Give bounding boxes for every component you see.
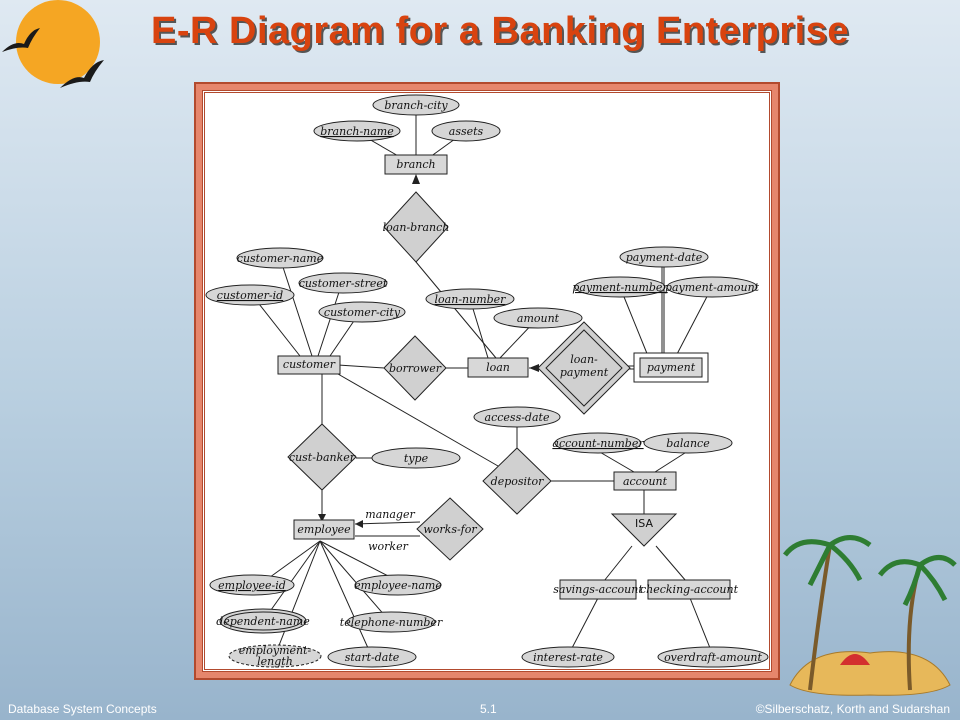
attr-amount: amount bbox=[493, 307, 583, 329]
footer: Database System Concepts 5.1 ©Silberscha… bbox=[0, 700, 960, 720]
attr-employee-name: employee-name bbox=[354, 574, 442, 596]
svg-text:branch: branch bbox=[396, 158, 435, 171]
entity-employee: employee bbox=[293, 519, 355, 540]
attr-overdraft-amount: overdraft-amount bbox=[657, 646, 769, 668]
svg-text:checking-account: checking-account bbox=[640, 583, 739, 596]
svg-text:payment-date: payment-date bbox=[626, 251, 703, 264]
svg-text:assets: assets bbox=[449, 125, 484, 138]
relationship-works-for: works-for bbox=[416, 497, 484, 561]
entity-branch: branch bbox=[384, 154, 448, 175]
footer-left: Database System Concepts bbox=[8, 702, 157, 716]
svg-text:depositor: depositor bbox=[491, 475, 544, 488]
arrow-to-employee-2 bbox=[318, 514, 326, 522]
attr-branch-city: branch-city bbox=[372, 94, 460, 116]
arrow-to-loan bbox=[529, 364, 539, 372]
entity-loan: loan bbox=[467, 357, 529, 378]
entity-savings-account: savings-account bbox=[553, 579, 643, 600]
attr-loan-number: loan-number bbox=[425, 288, 515, 310]
svg-text:payment-number: payment-number bbox=[572, 281, 668, 294]
svg-text:payment: payment bbox=[560, 366, 609, 379]
svg-text:ISA: ISA bbox=[635, 517, 653, 530]
attr-account-number: account-number bbox=[552, 432, 644, 454]
svg-text:employee-id: employee-id bbox=[218, 579, 286, 592]
attr-employee-id: employee-id bbox=[209, 574, 295, 596]
svg-text:account: account bbox=[623, 475, 668, 488]
attr-telephone-number: telephone-number bbox=[340, 611, 443, 633]
relationship-isa: ISA bbox=[610, 513, 678, 547]
arrow-to-branch bbox=[412, 174, 420, 184]
svg-text:customer-city: customer-city bbox=[324, 306, 401, 319]
attr-type: type bbox=[371, 447, 461, 469]
entity-customer: customer bbox=[277, 355, 341, 375]
svg-text:cust-banker: cust-banker bbox=[289, 451, 356, 464]
attr-payment-number: payment-number bbox=[572, 276, 668, 298]
footer-center: 5.1 bbox=[480, 702, 497, 716]
svg-text:branch-name: branch-name bbox=[320, 125, 394, 138]
relationship-borrower: borrower bbox=[383, 335, 447, 401]
role-manager: manager bbox=[365, 508, 415, 521]
svg-text:loan-number: loan-number bbox=[435, 293, 507, 306]
svg-text:customer-id: customer-id bbox=[217, 289, 283, 302]
svg-text:telephone-number: telephone-number bbox=[340, 616, 443, 629]
svg-text:type: type bbox=[404, 452, 429, 465]
svg-text:loan-: loan- bbox=[570, 353, 598, 366]
svg-text:balance: balance bbox=[666, 437, 710, 450]
role-worker: worker bbox=[368, 540, 408, 553]
sun-birds-logo bbox=[2, 0, 104, 88]
page-title: E-R Diagram for a Banking Enterprise bbox=[151, 10, 849, 52]
svg-text:dependent-name: dependent-name bbox=[216, 615, 310, 628]
svg-text:borrower: borrower bbox=[389, 362, 442, 375]
attr-customer-id: customer-id bbox=[205, 284, 295, 306]
er-diagram: branch customer loan payment employee ac… bbox=[205, 94, 769, 668]
attr-branch-name: branch-name bbox=[313, 120, 401, 142]
svg-text:payment: payment bbox=[647, 361, 696, 374]
relationship-cust-banker: cust-banker bbox=[287, 423, 357, 491]
svg-text:start-date: start-date bbox=[345, 651, 400, 664]
attr-interest-rate: interest-rate bbox=[521, 646, 615, 668]
svg-text:interest-rate: interest-rate bbox=[533, 651, 603, 664]
relationship-loan-payment: loan- payment bbox=[537, 321, 631, 415]
attr-customer-street: customer-street bbox=[298, 272, 388, 294]
relationship-loan-branch: loan-branch bbox=[383, 191, 450, 263]
svg-text:works-for: works-for bbox=[423, 523, 477, 536]
attr-access-date: access-date bbox=[473, 406, 561, 428]
attr-start-date: start-date bbox=[327, 646, 417, 668]
svg-text:account-number: account-number bbox=[552, 437, 644, 450]
attr-dependent-name: dependent-name bbox=[216, 608, 310, 634]
svg-text:employee-name: employee-name bbox=[354, 579, 442, 592]
entity-payment: payment bbox=[633, 352, 709, 383]
entity-account: account bbox=[613, 471, 677, 491]
relationship-depositor: depositor bbox=[482, 447, 552, 515]
attr-payment-amount: payment-amount bbox=[665, 276, 760, 298]
svg-text:employee: employee bbox=[297, 523, 351, 536]
svg-text:amount: amount bbox=[517, 312, 560, 325]
palm-island-decoration bbox=[783, 535, 957, 696]
svg-text:payment-amount: payment-amount bbox=[665, 281, 760, 294]
svg-text:employment-: employment- bbox=[239, 644, 312, 657]
attr-customer-city: customer-city bbox=[318, 301, 406, 323]
svg-text:customer-name: customer-name bbox=[237, 252, 324, 265]
svg-text:access-date: access-date bbox=[485, 411, 550, 424]
attr-payment-date: payment-date bbox=[619, 246, 709, 268]
attr-customer-name: customer-name bbox=[236, 247, 324, 269]
arrow-to-employee bbox=[355, 520, 363, 528]
svg-text:overdraft-amount: overdraft-amount bbox=[664, 651, 762, 664]
svg-text:customer: customer bbox=[283, 358, 336, 371]
entity-checking-account: checking-account bbox=[640, 579, 739, 600]
svg-text:branch-city: branch-city bbox=[384, 99, 448, 112]
svg-text:savings-account: savings-account bbox=[553, 583, 643, 596]
svg-text:loan-branch: loan-branch bbox=[383, 221, 450, 234]
svg-text:loan: loan bbox=[486, 361, 510, 374]
attr-balance: balance bbox=[643, 432, 733, 454]
attr-assets: assets bbox=[431, 120, 501, 142]
footer-right: ©Silberschatz, Korth and Sudarshan bbox=[755, 702, 950, 716]
attr-employment-length: employment- length bbox=[228, 644, 322, 668]
svg-text:customer-street: customer-street bbox=[299, 277, 388, 290]
svg-text:length: length bbox=[257, 655, 293, 668]
